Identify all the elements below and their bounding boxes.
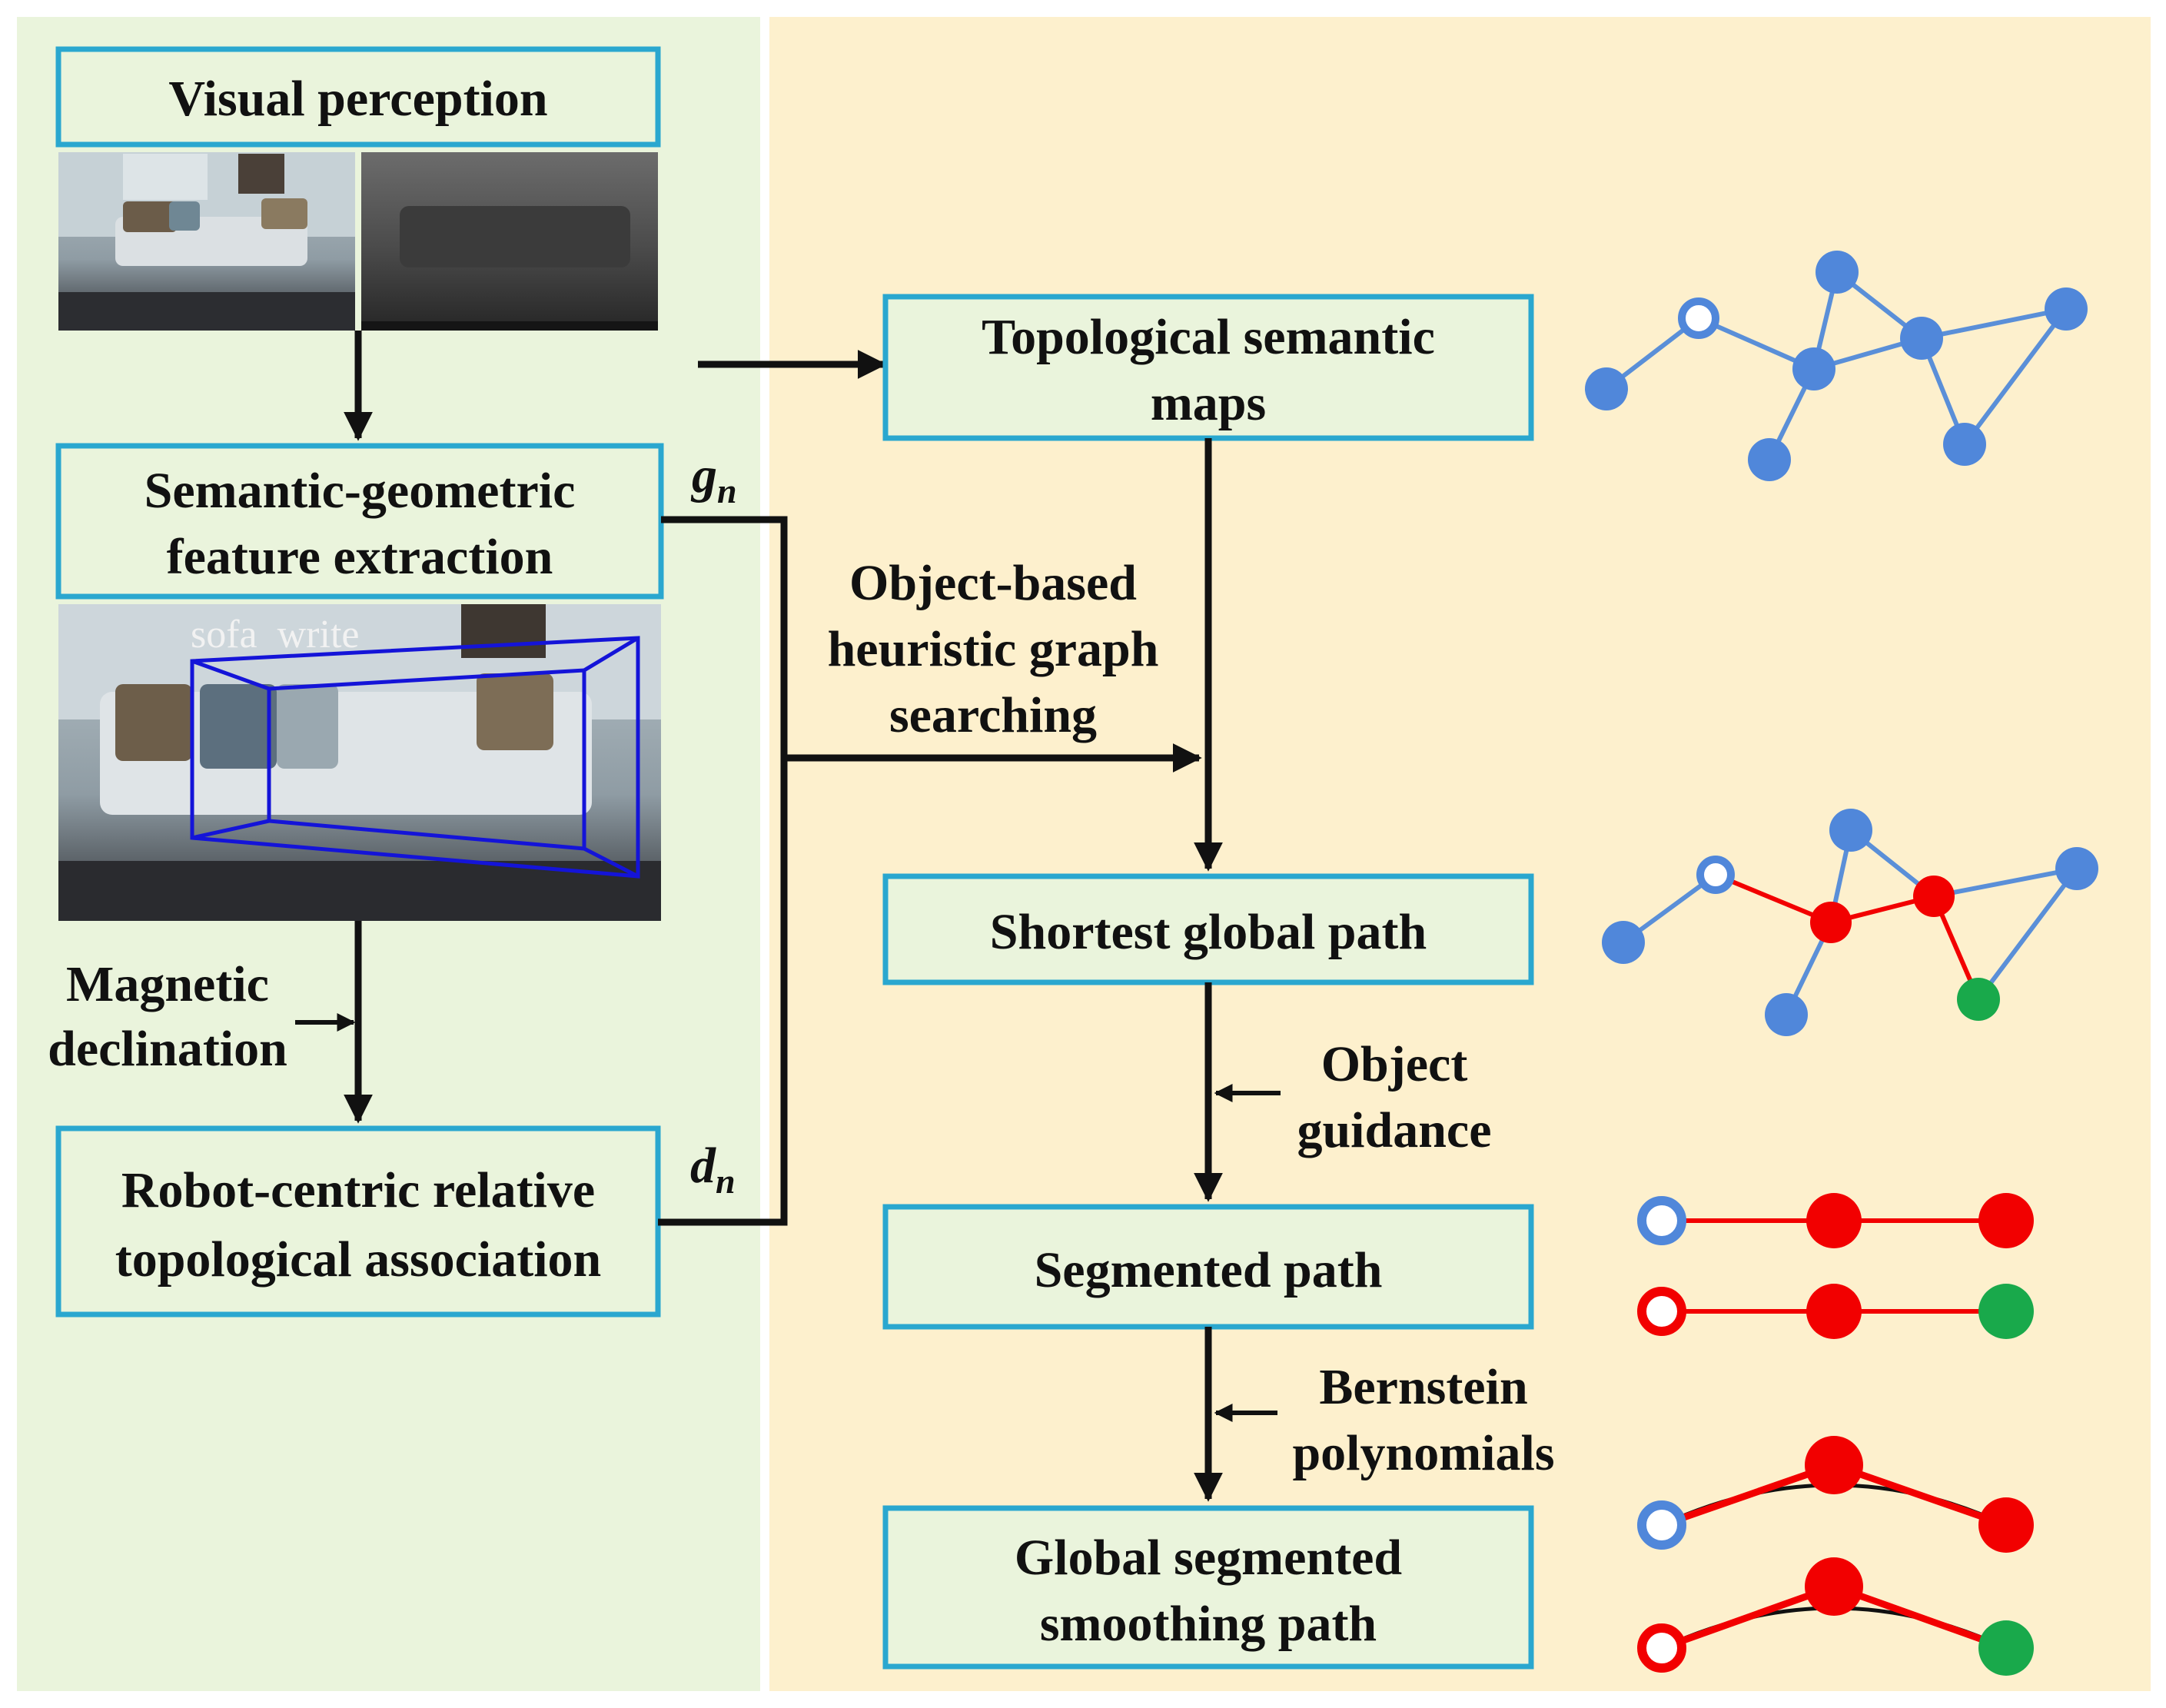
shortest-path-box: Shortest global path xyxy=(882,873,1534,985)
heuristic-label-line2: heuristic graph xyxy=(828,621,1159,677)
smoothing-path-box: Global segmented smoothing path xyxy=(882,1505,1534,1670)
association-label-line2: topological association xyxy=(115,1231,602,1288)
d-n-label: dn xyxy=(690,1138,736,1201)
visual-perception-box: Visual perception xyxy=(55,46,661,148)
topological-graph xyxy=(1585,251,2088,481)
feature-extraction-label-line2: feature extraction xyxy=(167,529,553,585)
detection-label: sofa write xyxy=(191,613,359,656)
object-guidance-line2: guidance xyxy=(1297,1102,1491,1158)
object-guidance-line1: Object xyxy=(1321,1036,1468,1092)
association-label-line1: Robot-centric relative xyxy=(121,1162,595,1218)
shortest-path-graph xyxy=(1602,809,2098,1036)
smoothing-label-line2: smoothing path xyxy=(1040,1596,1377,1652)
bernstein-line2: polynomials xyxy=(1292,1425,1554,1481)
maps-label-line2: maps xyxy=(1151,375,1266,431)
depth-image xyxy=(361,152,658,331)
smoothing-path-graph xyxy=(1637,1436,2034,1676)
magnetic-label-line1: Magnetic xyxy=(66,956,269,1012)
connector-g-n xyxy=(658,516,788,1226)
heuristic-label-line3: searching xyxy=(889,687,1097,743)
segmented-path-label: Segmented path xyxy=(1035,1242,1383,1298)
feature-extraction-label-line1: Semantic-geometric xyxy=(145,463,576,519)
magnetic-label-line2: declination xyxy=(48,1021,287,1077)
heuristic-label-line1: Object-based xyxy=(849,555,1137,611)
segmented-path-graph xyxy=(1637,1193,2034,1339)
g-n-label: gn xyxy=(690,447,737,510)
shortest-path-label: Shortest global path xyxy=(990,904,1427,960)
topological-association-box: Robot-centric relative topological assoc… xyxy=(55,1125,661,1318)
bernstein-line1: Bernstein xyxy=(1319,1359,1527,1415)
feature-extraction-box: Semantic-geometric feature extraction xyxy=(55,443,664,600)
segmented-path-box: Segmented path xyxy=(882,1204,1534,1330)
smoothing-label-line1: Global segmented xyxy=(1015,1530,1402,1586)
rgb-image xyxy=(58,152,355,331)
bounding-box-3d xyxy=(190,636,640,879)
topological-maps-box: Topological semantic maps xyxy=(882,294,1534,441)
detection-image: sofa write xyxy=(58,604,661,921)
maps-label-line1: Topological semantic xyxy=(982,309,1435,365)
visual-perception-label: Visual perception xyxy=(168,71,547,127)
